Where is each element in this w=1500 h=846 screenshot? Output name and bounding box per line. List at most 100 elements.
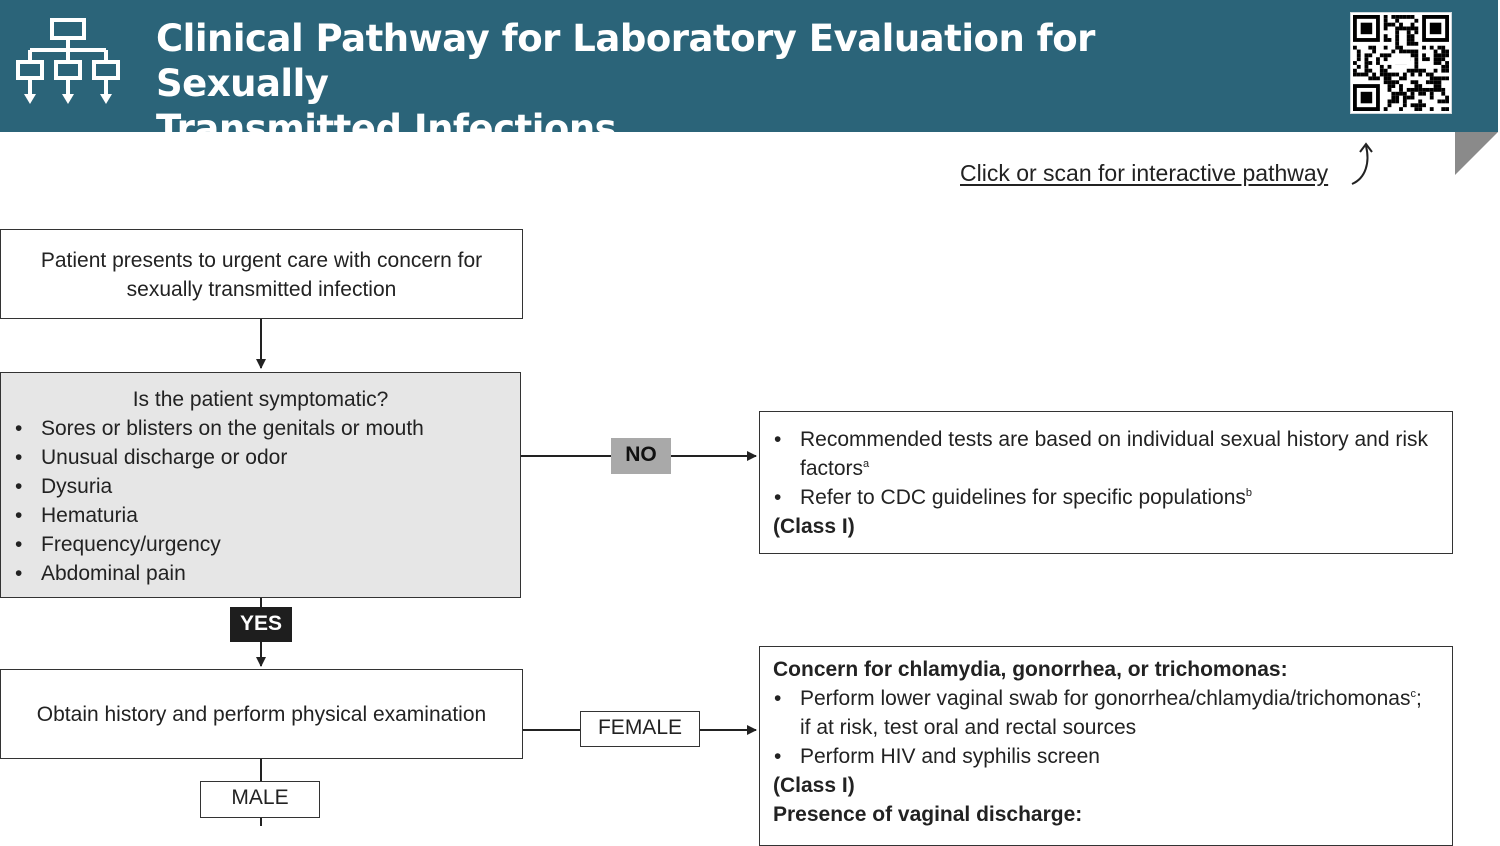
qr-module — [1433, 87, 1438, 92]
qr-module — [1387, 22, 1392, 27]
qr-module — [1372, 49, 1377, 54]
qr-module — [1353, 61, 1357, 65]
qr-module — [1399, 22, 1403, 27]
qr-module — [1441, 76, 1446, 81]
qr-module — [1414, 61, 1419, 65]
qr-module — [1395, 45, 1400, 50]
qr-module — [1410, 38, 1415, 42]
qr-code-icon[interactable] — [1350, 12, 1452, 114]
qr-module — [1406, 38, 1411, 42]
qr-module — [1441, 64, 1446, 69]
qr-module — [1422, 53, 1426, 58]
list-item: Unusual discharge or odor — [1, 443, 520, 472]
qr-module — [1395, 72, 1400, 77]
page-corner-fold — [1455, 132, 1499, 181]
qr-module — [1418, 99, 1423, 104]
qr-module — [1387, 64, 1392, 69]
qr-module — [1383, 38, 1388, 42]
qr-module — [1429, 91, 1434, 96]
qr-module — [1445, 61, 1449, 65]
qr-module — [1372, 72, 1377, 77]
qr-module — [1437, 87, 1442, 92]
qr-module — [1445, 64, 1449, 69]
qr-module — [1395, 18, 1400, 23]
qr-module — [1399, 87, 1403, 92]
qr-module — [1437, 53, 1442, 58]
qr-module — [1387, 38, 1392, 42]
qr-module — [1414, 107, 1419, 111]
qr-module — [1433, 76, 1438, 81]
qr-module — [1391, 95, 1396, 100]
qr-module — [1425, 57, 1430, 62]
qr-module — [1414, 103, 1419, 108]
qr-module — [1376, 61, 1380, 65]
qr-module — [1399, 84, 1403, 88]
qr-module — [1379, 64, 1384, 69]
qr-module — [1410, 72, 1415, 77]
qr-module — [1437, 76, 1442, 81]
qr-module — [1418, 84, 1423, 88]
qr-module — [1441, 87, 1446, 92]
qr-module — [1429, 72, 1434, 77]
qr-module — [1376, 76, 1380, 81]
qr-module — [1399, 76, 1403, 81]
qr-module — [1399, 91, 1403, 96]
qr-module — [1445, 95, 1449, 100]
qr-module — [1418, 87, 1423, 92]
connector-lines — [256, 319, 757, 826]
qr-module — [1414, 18, 1419, 23]
list-item: Sores or blisters on the genitals or mou… — [1, 414, 520, 443]
interactive-pathway-link[interactable]: Click or scan for interactive pathway — [960, 160, 1329, 186]
qr-module — [1429, 22, 1442, 35]
qr-module — [1437, 61, 1442, 65]
qr-module — [1406, 34, 1411, 39]
qr-module — [1414, 87, 1419, 92]
qr-module — [1410, 15, 1415, 19]
qr-module — [1433, 57, 1438, 62]
qr-module — [1429, 76, 1434, 81]
qr-module — [1391, 80, 1396, 85]
edge-label-female: FEMALE — [580, 711, 700, 747]
qr-module — [1410, 87, 1415, 92]
qr-module — [1429, 87, 1434, 92]
qr-module — [1410, 41, 1415, 46]
list-item: Abdominal pain — [1, 559, 520, 588]
qr-module — [1433, 53, 1438, 58]
qr-module — [1414, 26, 1419, 31]
edge-label-male: MALE — [200, 781, 320, 818]
start-node-line-2: sexually transmitted infection — [126, 278, 397, 301]
qr-module — [1406, 26, 1411, 31]
qr-module — [1425, 80, 1430, 85]
qr-module — [1356, 57, 1361, 62]
qr-module — [1383, 18, 1388, 23]
qr-module — [1353, 68, 1357, 73]
qr-module — [1429, 80, 1434, 85]
qr-module — [1437, 80, 1442, 85]
qr-module — [1429, 45, 1434, 50]
qr-module — [1441, 68, 1446, 73]
qr-module — [1395, 99, 1400, 104]
qr-module — [1387, 76, 1392, 81]
qr-module — [1391, 53, 1411, 65]
qr-module — [1383, 76, 1388, 81]
curved-arrow-up-icon — [1346, 140, 1380, 195]
qr-module — [1422, 68, 1426, 73]
qr-module — [1410, 91, 1415, 96]
qr-module — [1391, 72, 1396, 77]
qr-module — [1383, 80, 1388, 85]
qr-module — [1433, 84, 1438, 88]
title-line-1: Clinical Pathway for Laboratory Evaluati… — [156, 17, 1095, 105]
qr-module — [1441, 107, 1446, 111]
qr-module — [1410, 49, 1415, 54]
qr-module — [1387, 87, 1392, 92]
qr-module — [1379, 53, 1384, 58]
qr-module — [1441, 57, 1446, 62]
qr-module — [1418, 91, 1423, 96]
list-item: Frequency/urgency — [1, 530, 520, 559]
qr-module — [1402, 99, 1407, 104]
qr-module — [1414, 57, 1419, 62]
qr-module — [1402, 15, 1407, 19]
qr-module — [1360, 22, 1373, 35]
list-item: Perform lower vaginal swab for gonorrhea… — [760, 684, 1438, 742]
qr-module — [1406, 95, 1411, 100]
